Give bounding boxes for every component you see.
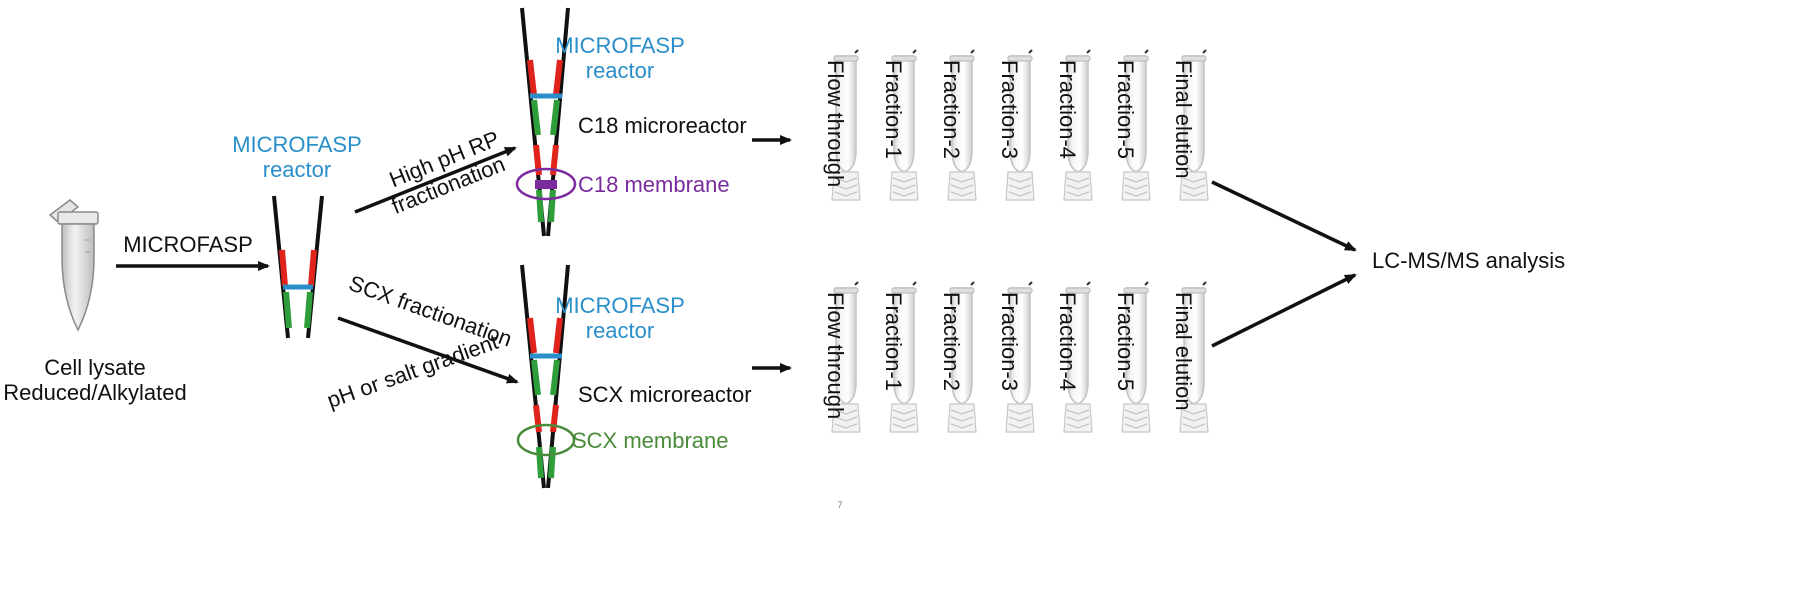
- autosampler-vial-icon: [947, 49, 977, 201]
- fraction-label: Fraction-5: [1113, 60, 1138, 159]
- autosampler-vial-icon: [1005, 281, 1035, 433]
- top-fraction-vials: Flow through Fraction-1 Fraction-2 Fraction…: [823, 49, 1209, 201]
- c18-membrane-label: C18 membrane: [578, 172, 730, 197]
- fraction-label: Fraction-2: [939, 60, 964, 159]
- bottom-to-lcms-arrow: [1211, 273, 1357, 348]
- to-scx-arrow: [337, 316, 519, 384]
- autosampler-vial-icon: [1063, 281, 1093, 433]
- cell-lysate-label: Cell lysate: [44, 355, 145, 380]
- c18-reactor-label-line1: MICROFASP: [555, 33, 685, 58]
- scx-microreactor-label: SCX microreactor: [578, 382, 752, 407]
- lcms-analysis-label: LC-MS/MS analysis: [1372, 248, 1565, 273]
- fraction-label: Final elution: [1171, 60, 1196, 179]
- fraction-label: Fraction-3: [997, 60, 1022, 159]
- scx-reactor-label-line2: reactor: [586, 318, 654, 343]
- scx-membrane-label: SCX membrane: [572, 428, 729, 453]
- page-mark: 7: [837, 500, 842, 510]
- autosampler-vial-icon: [1179, 49, 1209, 201]
- scx-reactor-label-line1: MICROFASP: [555, 293, 685, 318]
- ph-salt-gradient-label: pH or salt gradient: [324, 329, 502, 413]
- fraction-label: Fraction-4: [1055, 292, 1080, 391]
- autosampler-vial-icon: [1179, 281, 1209, 433]
- bottom-fraction-vials: Flow through Fraction-1 Fraction-2 Fraction…: [823, 281, 1209, 433]
- fraction-label: Fraction-4: [1055, 60, 1080, 159]
- autosampler-vial-icon: [1063, 49, 1093, 201]
- autosampler-vial-icon: [889, 281, 919, 433]
- fraction-label: Flow through: [823, 292, 848, 419]
- fraction-label: Fraction-1: [881, 292, 906, 391]
- fraction-label: Fraction-2: [939, 292, 964, 391]
- autosampler-vial-icon: [1005, 49, 1035, 201]
- reactor-label-line2: reactor: [263, 157, 331, 182]
- scx-stacked-reactor-icon: [516, 264, 576, 489]
- c18-reactor-label-line2: reactor: [586, 58, 654, 83]
- autosampler-vial-icon: [889, 49, 919, 201]
- fraction-label: Final elution: [1171, 292, 1196, 411]
- fraction-label: Fraction-3: [997, 292, 1022, 391]
- to-c18-arrow: [354, 146, 517, 214]
- fraction-label: Fraction-1: [881, 60, 906, 159]
- autosampler-vial-icon: [831, 281, 861, 433]
- autosampler-vial-icon: [831, 49, 861, 201]
- microfasp-reactor-icon: [272, 195, 324, 339]
- reactor-label-line1: MICROFASP: [232, 132, 362, 157]
- fraction-label: Fraction-5: [1113, 292, 1138, 391]
- microfasp-step-label: MICROFASP: [123, 232, 253, 257]
- reduced-alkylated-label: Reduced/Alkylated: [3, 380, 186, 405]
- microcentrifuge-tube-icon: [48, 199, 99, 332]
- autosampler-vial-icon: [1121, 49, 1151, 201]
- fraction-label: Flow through: [823, 60, 848, 187]
- autosampler-vial-icon: [947, 281, 977, 433]
- c18-microreactor-label: C18 microreactor: [578, 113, 747, 138]
- c18-stacked-reactor-icon: [515, 7, 577, 237]
- autosampler-vial-icon: [1121, 281, 1151, 433]
- top-to-lcms-arrow: [1211, 180, 1357, 252]
